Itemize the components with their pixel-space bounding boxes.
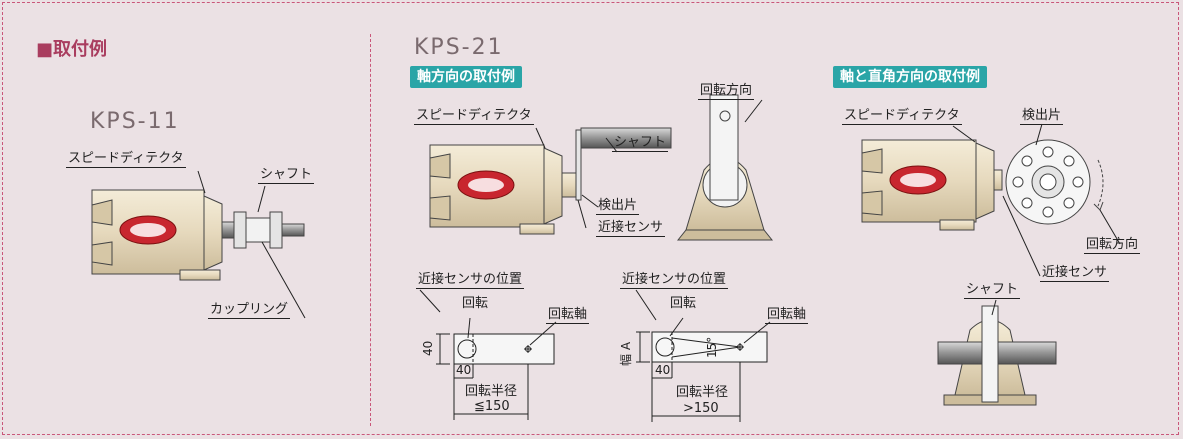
- position-right-radius-value: >150: [683, 401, 719, 416]
- position-right-width-a-dim: 幅 A: [619, 341, 633, 366]
- perpendicular-mount-tag: 軸と直角方向の取付例: [833, 66, 987, 88]
- perpendicular-rotation-label: 回転方向: [1084, 237, 1141, 254]
- position-left-radius-value: ≦150: [474, 399, 510, 414]
- kps11-shaft-label: シャフト: [258, 167, 315, 184]
- kps11-coupling-label: カップリング: [208, 302, 291, 319]
- perpendicular-sensor-label: 近接センサ: [1040, 265, 1110, 282]
- position-left-width-dim: 40: [456, 363, 472, 377]
- axial-sensor-label: 近接センサ: [596, 220, 666, 237]
- perpendicular-shaft-label: シャフト: [964, 282, 1021, 299]
- kps21-perpendicular-drawing: [861, 139, 1104, 231]
- position-left-radius-label: 回転半径: [465, 384, 518, 399]
- position-right-angle-dim: 15°: [705, 336, 719, 358]
- kps21-axial-drawing: [429, 127, 672, 235]
- position-right-rotation: 回転: [670, 296, 697, 311]
- kps11-drawing: [91, 189, 305, 281]
- position-right-axis: 回転軸: [765, 307, 809, 324]
- position-left-axis: 回転軸: [546, 307, 590, 324]
- kps11-detector-label: スピードディテクタ: [66, 151, 186, 168]
- position-right-radius-label: 回転半径: [676, 385, 729, 400]
- position-left-height-dim: 40: [421, 340, 435, 356]
- axial-detect-piece-label: 検出片: [596, 198, 640, 215]
- position-left-rotation: 回転: [462, 296, 489, 311]
- section-heading: ■取付例: [36, 39, 108, 60]
- position-right-width-dim: 40: [655, 363, 671, 377]
- axial-rotation-label: 回転方向: [698, 83, 755, 100]
- kps11-model-title: KPS-11: [90, 109, 180, 134]
- perpendicular-detect-piece-label: 検出片: [1020, 108, 1064, 125]
- axial-detector-label: スピードディテクタ: [414, 108, 534, 125]
- position-right-title: 近接センサの位置: [620, 272, 729, 289]
- position-left-title: 近接センサの位置: [416, 272, 525, 289]
- perpendicular-detector-label: スピードディテクタ: [842, 108, 962, 125]
- position-diagram-left: [419, 289, 557, 420]
- kps21-perpendicular-side-view: [937, 305, 1057, 406]
- kps21-axial-end-view: [676, 94, 774, 241]
- axial-shaft-label: シャフト: [612, 135, 669, 152]
- kps21-model-title: KPS-21: [414, 35, 504, 60]
- position-diagram-right: [635, 289, 771, 422]
- axial-mount-tag: 軸方向の取付例: [410, 66, 522, 88]
- section-divider: [370, 34, 371, 426]
